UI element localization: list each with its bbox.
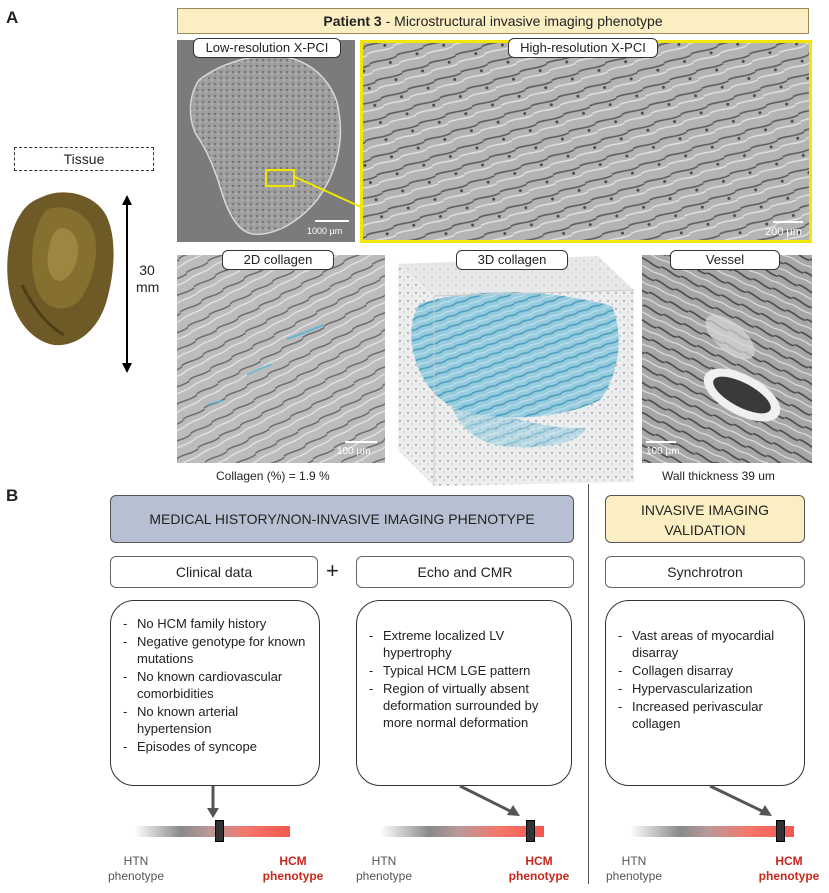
hcm-label-line1: HCM [504,854,574,869]
size-value: 30 [136,262,158,279]
phenotype-scale-echo [380,826,544,837]
hcm-label-line2: phenotype [504,869,574,884]
synchrotron-bubble: Vast areas of myocardial disarray Collag… [605,600,805,786]
clinical-data-pill: Clinical data [110,556,318,588]
list-item: Vast areas of myocardial disarray [616,627,794,661]
list-item: No known arterial hypertension [121,703,309,737]
hcm-label-line2: phenotype [754,869,824,884]
collagen-2d-texture [177,255,385,463]
collagen-2d-scale-label: 100 µm [337,446,371,457]
htn-label-line1: HTN [106,854,166,869]
list-item: Increased perivascular collagen [616,698,794,732]
htn-label-line2: phenotype [106,869,166,884]
gradient-bar [630,826,794,837]
banner-patient: Patient 3 [323,13,381,29]
list-item: No HCM family history [121,615,309,632]
high-res-scale-bar [773,221,803,223]
high-res-label: High-resolution X-PCI [508,38,658,58]
clinical-data-bubble: No HCM family history Negative genotype … [110,600,320,786]
collagen-3d-label: 3D collagen [456,250,568,270]
htn-label-line2: phenotype [604,869,664,884]
zoom-connector [295,155,365,245]
patient-banner: Patient 3 - Microstructural invasive ima… [177,8,809,34]
collagen-2d-label: 2D collagen [222,250,334,270]
list-item: Negative genotype for known mutations [121,633,309,667]
list-item: Episodes of syncope [121,738,309,755]
high-resolution-image: 200 µm [360,40,812,243]
phenotype-scale-clinical [134,826,290,837]
phenotype-marker [776,820,785,842]
size-annotation: 30 mm [136,262,158,296]
tissue-label: Tissue [14,147,154,171]
invasive-header: INVASIVE IMAGING VALIDATION [605,495,805,543]
plus-sign: + [326,556,339,586]
hcm-label-line1: HCM [754,854,824,869]
echo-cmr-bubble: Extreme localized LV hypertrophy Typical… [356,600,572,786]
synchrotron-pill: Synchrotron [605,556,805,588]
htn-label-line2: phenotype [354,869,414,884]
vessel-image: 100 µm [642,255,812,463]
panel-a-letter: A [6,8,18,28]
gradient-bar [380,826,544,837]
phenotype-marker [215,820,224,842]
non-invasive-header: MEDICAL HISTORY/NON-INVASIVE IMAGING PHE… [110,495,574,543]
high-res-scale-label: 200 µm [765,226,802,238]
bubble-arrows [0,780,829,830]
banner-title: - Microstructural invasive imaging pheno… [382,13,663,29]
vessel-scale-label: 100 µm [646,446,680,457]
zoom-region-box [265,169,295,187]
collagen-2d-scale-bar [345,441,377,443]
wall-thickness: Wall thickness 39 um [662,469,775,483]
list-item: Collagen disarray [616,662,794,679]
tissue-photo [2,185,122,355]
low-res-label: Low-resolution X-PCI [193,38,341,58]
gradient-bar [134,826,290,837]
panel-b-letter: B [6,486,18,506]
hcm-label-line2: phenotype [258,869,328,884]
size-unit: mm [136,279,158,296]
list-item: Typical HCM LGE pattern [367,662,561,679]
phenotype-scale-synchrotron [630,826,794,837]
collagen-percentage: Collagen (%) = 1.9 % [216,469,330,483]
phenotype-marker [526,820,535,842]
list-item: No known cardiovascular comorbidities [121,668,309,702]
list-item: Extreme localized LV hypertrophy [367,627,561,661]
echo-cmr-pill: Echo and CMR [356,556,574,588]
collagen-2d-image: 100 µm [177,255,385,463]
hcm-label-line1: HCM [258,854,328,869]
collagen-3d-render [390,250,636,488]
htn-label-line1: HTN [604,854,664,869]
vessel-label: Vessel [670,250,780,270]
size-arrow [120,195,134,373]
list-item: Region of virtually absent deformation s… [367,680,561,731]
list-item: Hypervascularization [616,680,794,697]
vessel-scale-bar [646,441,676,443]
vessel-texture [642,255,812,463]
high-res-texture [363,43,809,240]
htn-label-line1: HTN [354,854,414,869]
